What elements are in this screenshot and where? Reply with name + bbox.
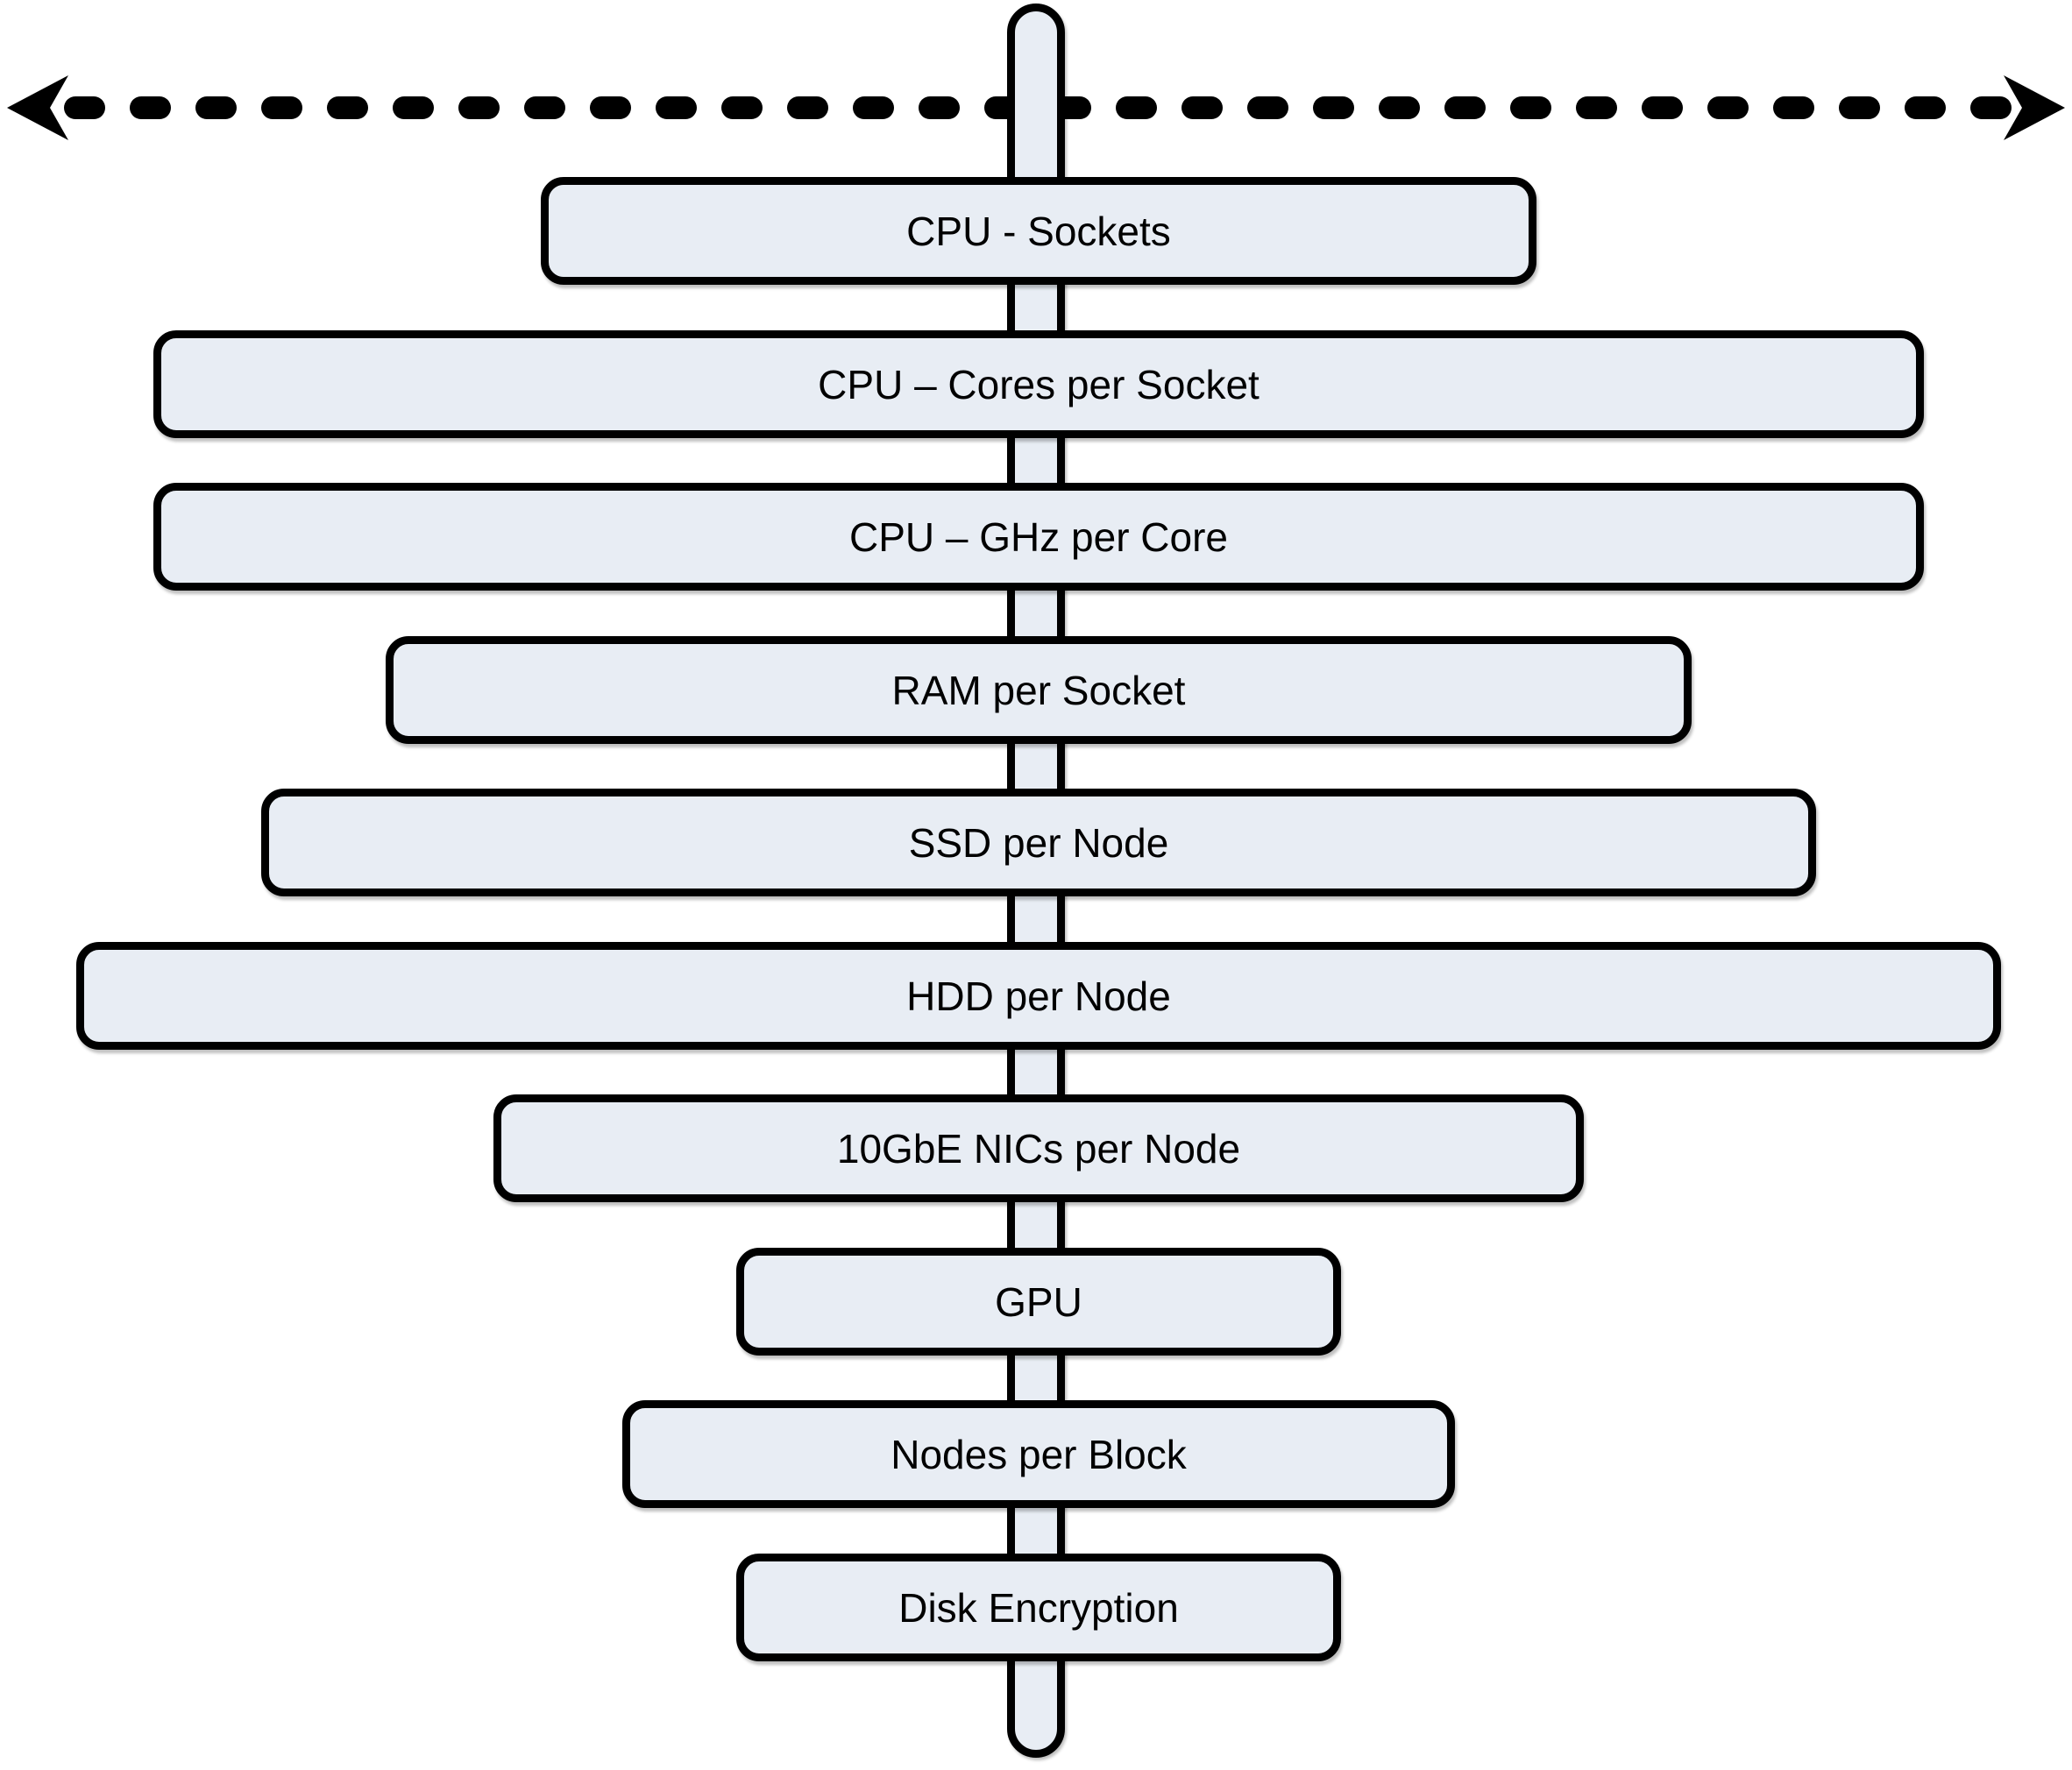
node-box-disk-encryption: Disk Encryption [736, 1554, 1341, 1661]
double-headed-dashed-arrow-icon [7, 75, 2065, 140]
node-box-10gbe-nics: 10GbE NICs per Node [493, 1094, 1584, 1202]
left-arrowhead-icon [7, 75, 68, 140]
right-arrowhead-icon [2004, 75, 2065, 140]
node-box-hdd-per-node: HDD per Node [76, 942, 2001, 1050]
node-box-cores-per-socket: CPU – Cores per Socket [153, 330, 1924, 438]
node-box-nodes-per-block: Nodes per Block [622, 1400, 1455, 1508]
node-box-gpu: GPU [736, 1248, 1341, 1356]
node-box-ssd-per-node: SSD per Node [261, 789, 1816, 896]
node-box-cpu-sockets: CPU - Sockets [541, 177, 1536, 285]
node-box-ghz-per-core: CPU – GHz per Core [153, 483, 1924, 591]
node-box-ram-per-socket: RAM per Socket [386, 636, 1692, 744]
